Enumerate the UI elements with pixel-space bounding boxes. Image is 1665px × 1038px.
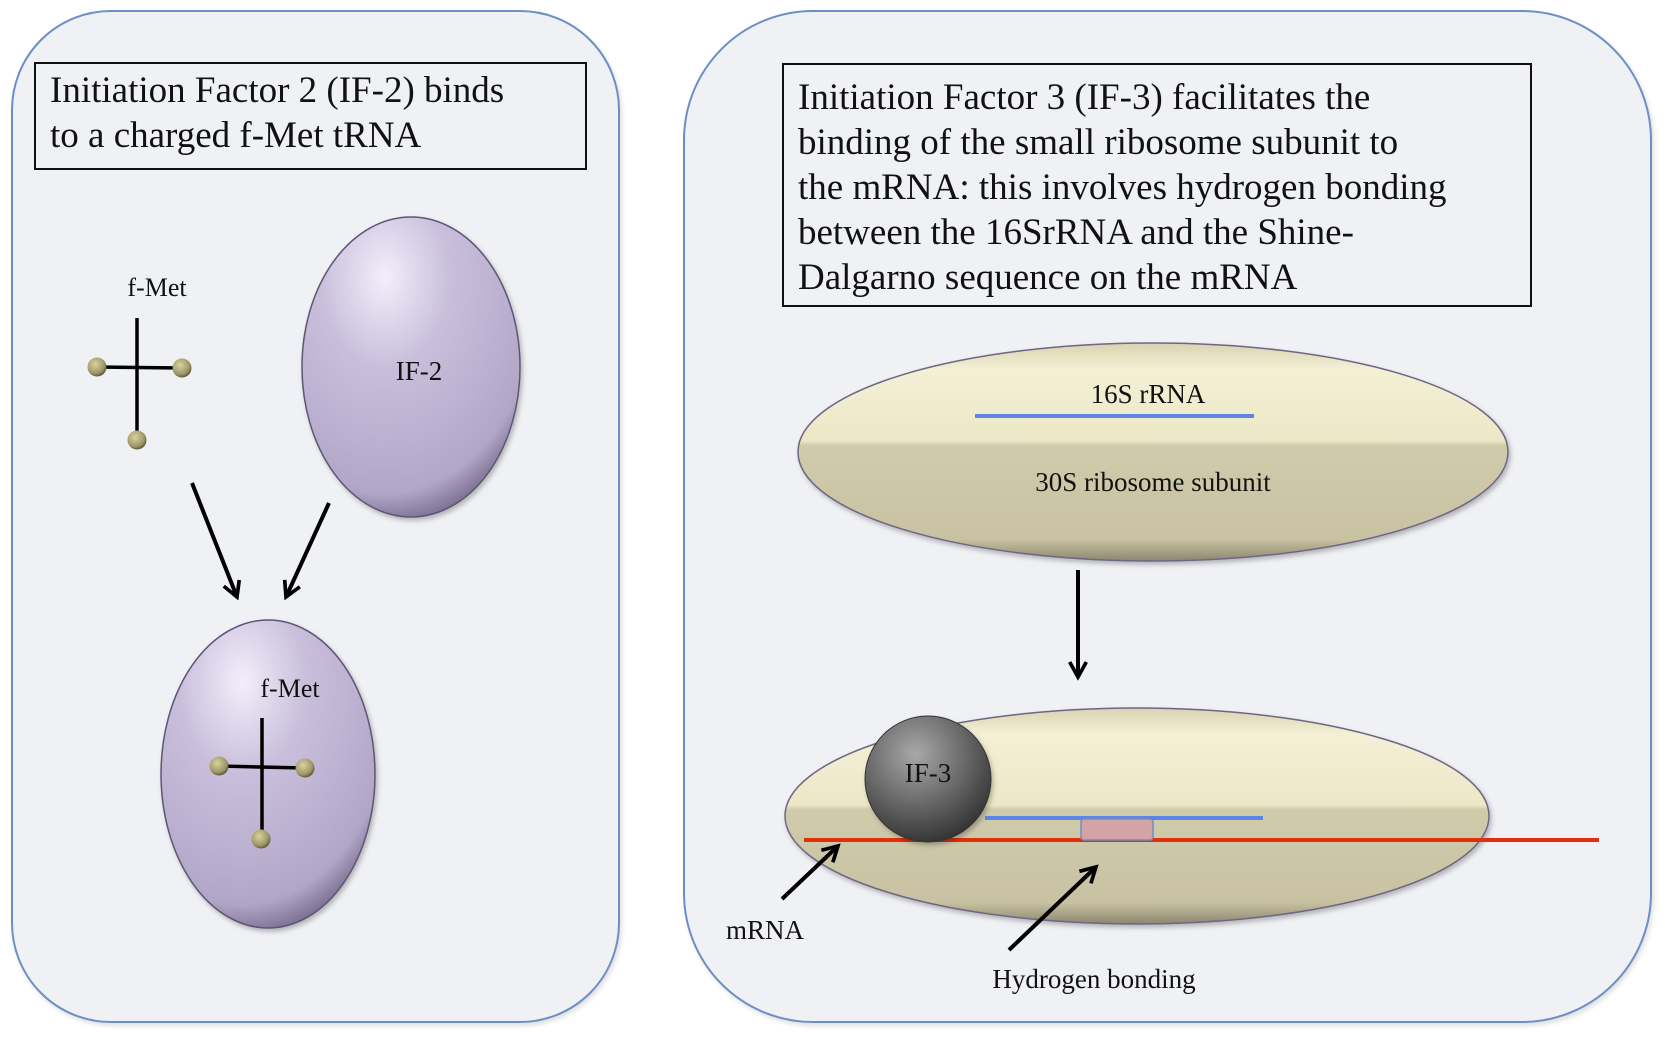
if3-label: IF-3	[905, 758, 952, 788]
complex-bead-right	[295, 758, 315, 778]
if2-protein: IF-2	[301, 216, 521, 518]
ribosome-mrna-complex: IF-3	[784, 707, 1599, 925]
if2-trna-complex: f-Met	[160, 619, 376, 929]
free-trna: f-Met	[87, 273, 192, 450]
caption-if2-line-2: to a charged f-Met tRNA	[50, 115, 422, 156]
caption-if3-line-2: binding of the small ribosome subunit to	[798, 122, 1399, 163]
caption-if2: Initiation Factor 2 (IF-2) binds to a ch…	[34, 62, 587, 170]
caption-if2-line-1: Initiation Factor 2 (IF-2) binds	[50, 70, 505, 111]
trna-label: f-Met	[127, 273, 187, 302]
subunit-label: 30S ribosome subunit	[1035, 467, 1271, 497]
rrna-label: 16S rRNA	[1091, 379, 1206, 409]
caption-if3-line-4: between the 16SrRNA and the Shine-	[798, 212, 1354, 253]
hbond-label: Hydrogen bonding	[992, 964, 1195, 994]
ribosome-ellipse-top	[797, 342, 1509, 562]
complex-trna-crossbar	[218, 764, 306, 770]
if3-sphere	[864, 715, 992, 843]
arrow-if2-to-complex	[286, 502, 331, 597]
complex-bead-left	[209, 756, 229, 776]
trna-bead-right	[172, 358, 192, 378]
complex-label: f-Met	[260, 674, 320, 703]
if2-label: IF-2	[396, 356, 443, 386]
arrow-hbond-pointer	[1007, 867, 1096, 952]
caption-if3-line-1: Initiation Factor 3 (IF-3) facilitates t…	[798, 77, 1371, 118]
trna-crossbar	[96, 365, 183, 370]
caption-if3-line-5: Dalgarno sequence on the mRNA	[798, 257, 1298, 298]
mrna-label: mRNA	[726, 915, 805, 945]
caption-if3: Initiation Factor 3 (IF-3) facilitates t…	[782, 63, 1532, 307]
trna-bead-bottom	[127, 430, 147, 450]
arrow-mrna-pointer	[780, 846, 838, 901]
complex-ellipse	[160, 619, 376, 929]
caption-if3-line-3: the mRNA: this involves hydrogen bonding	[798, 167, 1447, 208]
shine-dalgarno-hbond-box	[1080, 818, 1154, 841]
trna-bead-left	[87, 357, 107, 377]
complex-bead-bottom	[251, 829, 271, 849]
ribosome-30s-free: 16S rRNA 30S ribosome subunit	[797, 342, 1509, 562]
arrow-trna-to-complex	[190, 482, 237, 597]
if2-ellipse	[301, 216, 521, 518]
